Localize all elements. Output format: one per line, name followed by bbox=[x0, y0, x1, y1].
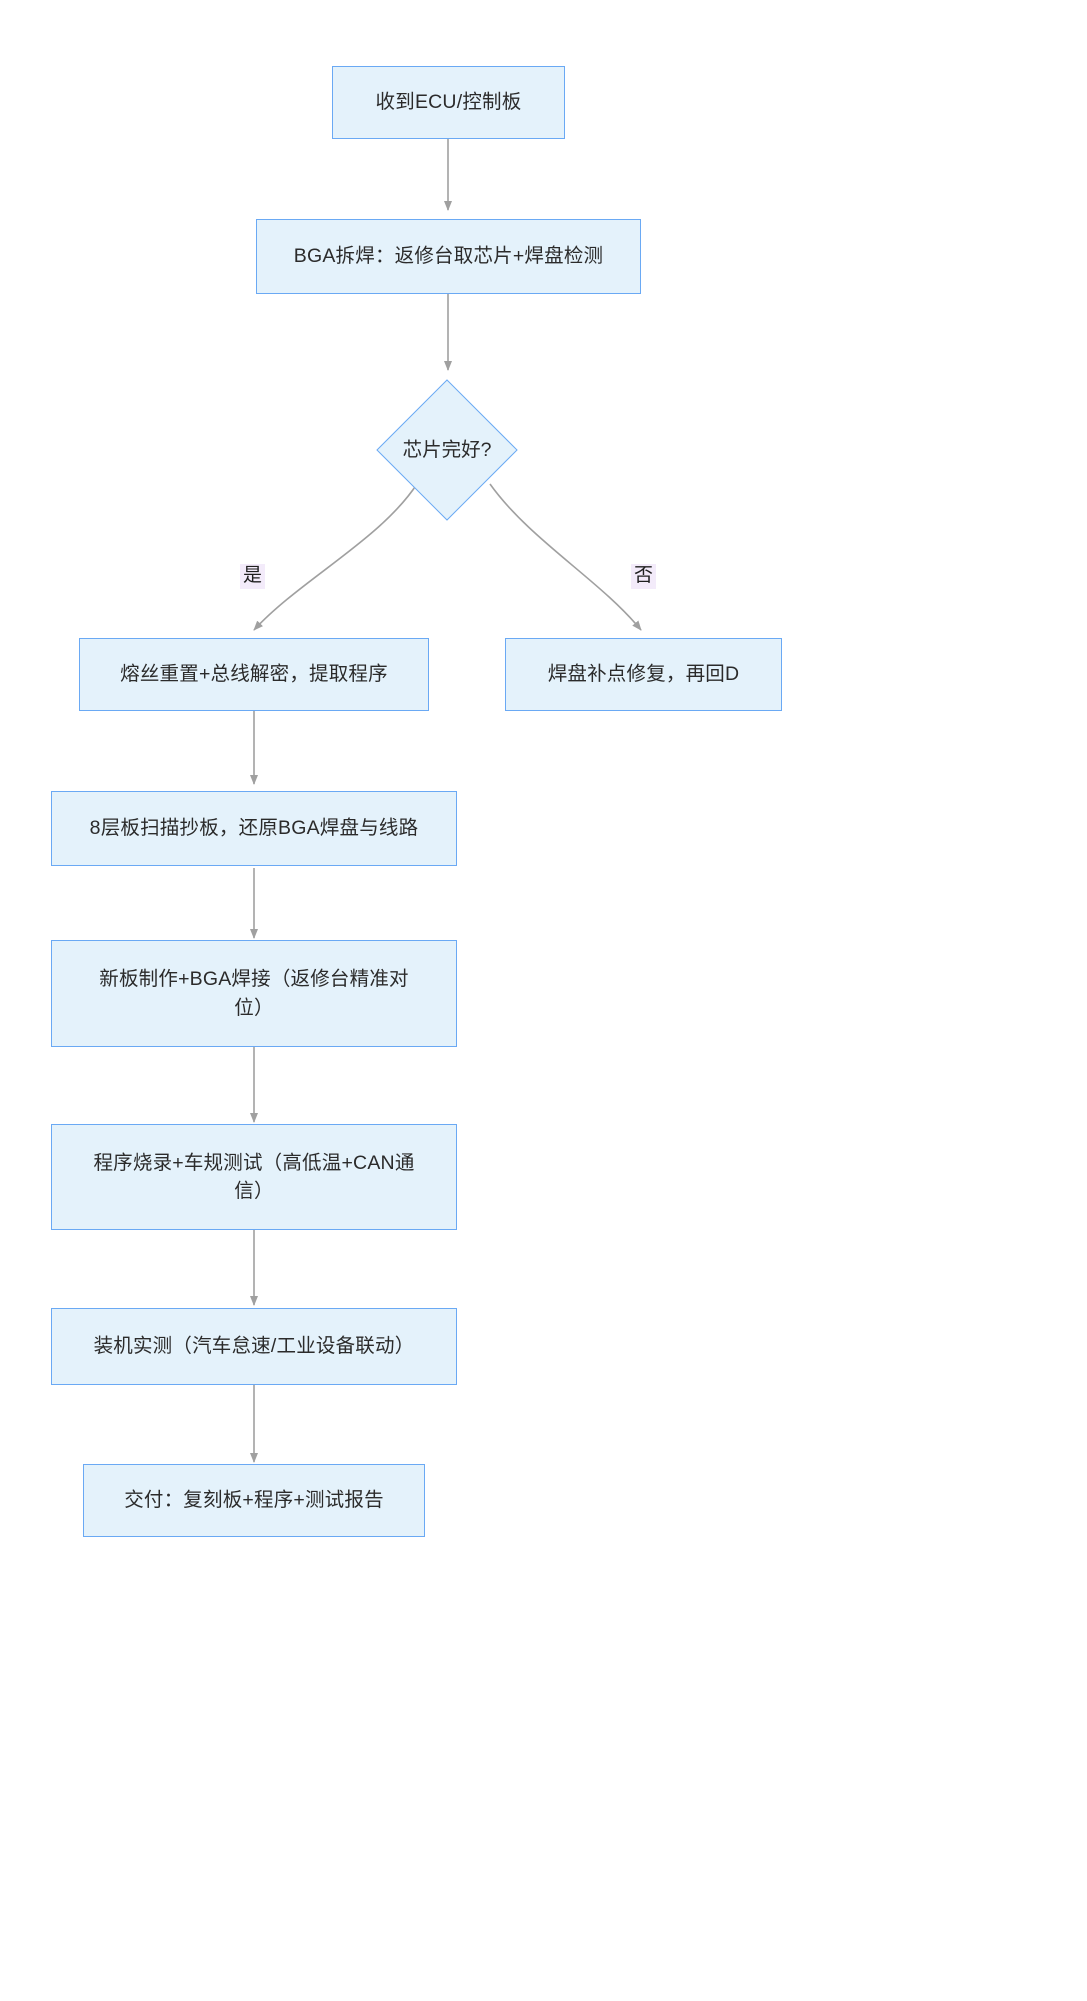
node-label: 交付：复刻板+程序+测试报告 bbox=[124, 1489, 384, 1512]
node-label: 程序烧录+车规测试（高低温+CAN通 信） bbox=[93, 1151, 415, 1202]
node-delivery[interactable]: 交付：复刻板+程序+测试报告 bbox=[83, 1464, 425, 1537]
node-label: 装机实测（汽车怠速/工业设备联动） bbox=[93, 1335, 415, 1358]
node-scan-copy-board[interactable]: 8层板扫描抄板，还原BGA焊盘与线路 bbox=[51, 791, 457, 866]
node-label: 焊盘补点修复，再回D bbox=[547, 663, 740, 686]
node-install-field-test[interactable]: 装机实测（汽车怠速/工业设备联动） bbox=[51, 1308, 457, 1385]
node-label: BGA拆焊：返修台取芯片+焊盘检测 bbox=[293, 245, 604, 268]
node-label: 芯片完好? bbox=[402, 439, 492, 462]
edge-n3-n4 bbox=[253, 483, 418, 631]
node-bga-desolder[interactable]: BGA拆焊：返修台取芯片+焊盘检测 bbox=[256, 219, 641, 294]
node-fuse-reset-extract[interactable]: 熔丝重置+总线解密，提取程序 bbox=[79, 638, 429, 711]
edge-label-text: 是 bbox=[243, 565, 263, 586]
node-receive-ecu[interactable]: 收到ECU/控制板 bbox=[332, 66, 565, 139]
node-new-board-bga-solder[interactable]: 新板制作+BGA焊接（返修台精准对 位） bbox=[51, 940, 457, 1047]
edge-label-text: 否 bbox=[634, 565, 654, 586]
node-label: 新板制作+BGA焊接（返修台精准对 位） bbox=[99, 968, 409, 1019]
node-label: 收到ECU/控制板 bbox=[375, 91, 522, 114]
node-pad-repair[interactable]: 焊盘补点修复，再回D bbox=[505, 638, 782, 711]
node-label: 8层板扫描抄板，还原BGA焊盘与线路 bbox=[89, 817, 419, 840]
node-label: 熔丝重置+总线解密，提取程序 bbox=[120, 663, 388, 686]
node-flash-and-test[interactable]: 程序烧录+车规测试（高低温+CAN通 信） bbox=[51, 1124, 457, 1230]
node-chip-ok-decision-label: 芯片完好? bbox=[372, 428, 522, 473]
edge-label-no: 否 bbox=[631, 564, 657, 589]
edge-label-yes: 是 bbox=[240, 564, 266, 589]
edge-n3-n5 bbox=[489, 483, 642, 631]
